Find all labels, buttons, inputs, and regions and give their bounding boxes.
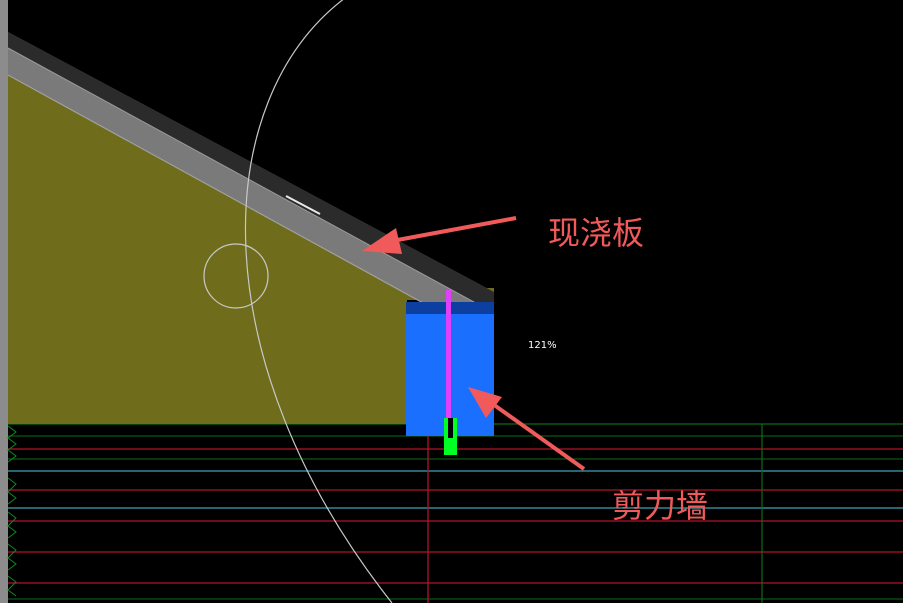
slab-arrow-shaft [391,216,517,243]
slab-callout-label: 现浇板 [548,214,645,252]
slab-arrow-head [362,228,402,254]
shear-wall-callout-label: 剪力墙 [612,487,709,525]
slab-section-fill[interactable] [8,75,494,424]
rebar-line[interactable] [446,290,451,438]
slab-highlight [285,195,321,215]
left-toolbar-strip [0,0,8,603]
edge-marker [7,511,17,539]
left-edge-markers [7,425,17,597]
edge-marker [7,477,17,505]
snap-circle [203,243,269,309]
slab-top-shadow [8,32,494,313]
slab-bottom-edge [7,74,495,343]
rebar-anchor-notch [448,418,453,438]
gridlines [8,423,903,603]
edge-marker [7,543,17,571]
slab-arrow [362,216,517,254]
zoom-readout: 121% [528,340,557,351]
wall-arrow-shaft [488,400,586,471]
slab-top-edge [7,47,495,314]
wall-arrow [468,387,586,471]
edge-marker [7,575,17,597]
wall-arrow-head [468,387,502,418]
edge-marker [7,425,17,463]
construction-arc [244,0,393,603]
